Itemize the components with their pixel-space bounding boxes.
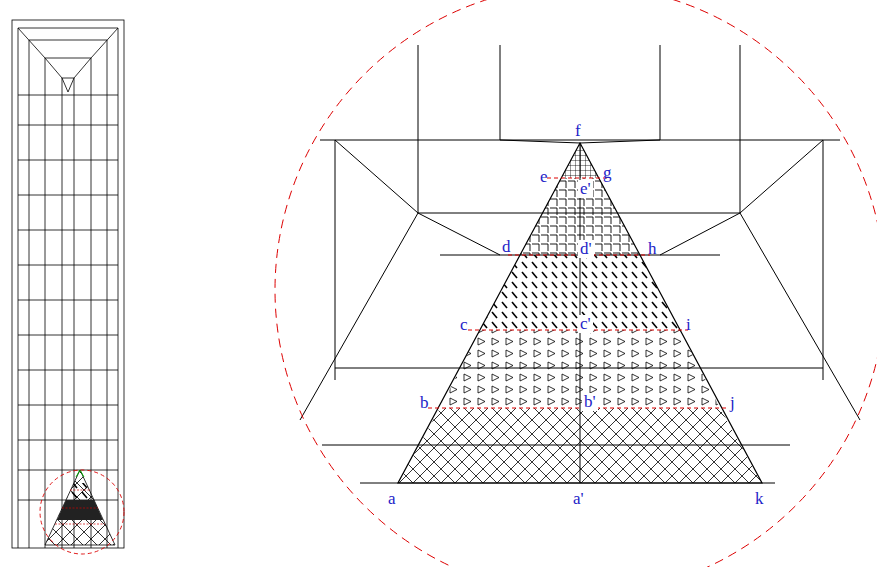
point-label: e' — [578, 180, 593, 198]
point-label: c' — [578, 315, 593, 333]
point-label: h — [646, 240, 659, 258]
point-label: g — [601, 164, 614, 182]
point-label: d' — [578, 240, 594, 258]
point-label: i — [684, 316, 693, 334]
point-label: c — [458, 316, 470, 334]
point-label: b — [418, 394, 431, 412]
point-label: d — [500, 238, 513, 256]
point-label: e — [538, 168, 550, 186]
point-label: a — [386, 490, 398, 508]
point-label: a' — [571, 490, 586, 508]
point-label: f — [573, 122, 583, 140]
point-label: b' — [582, 393, 598, 411]
point-label: j — [728, 394, 737, 412]
point-label: k — [753, 490, 766, 508]
